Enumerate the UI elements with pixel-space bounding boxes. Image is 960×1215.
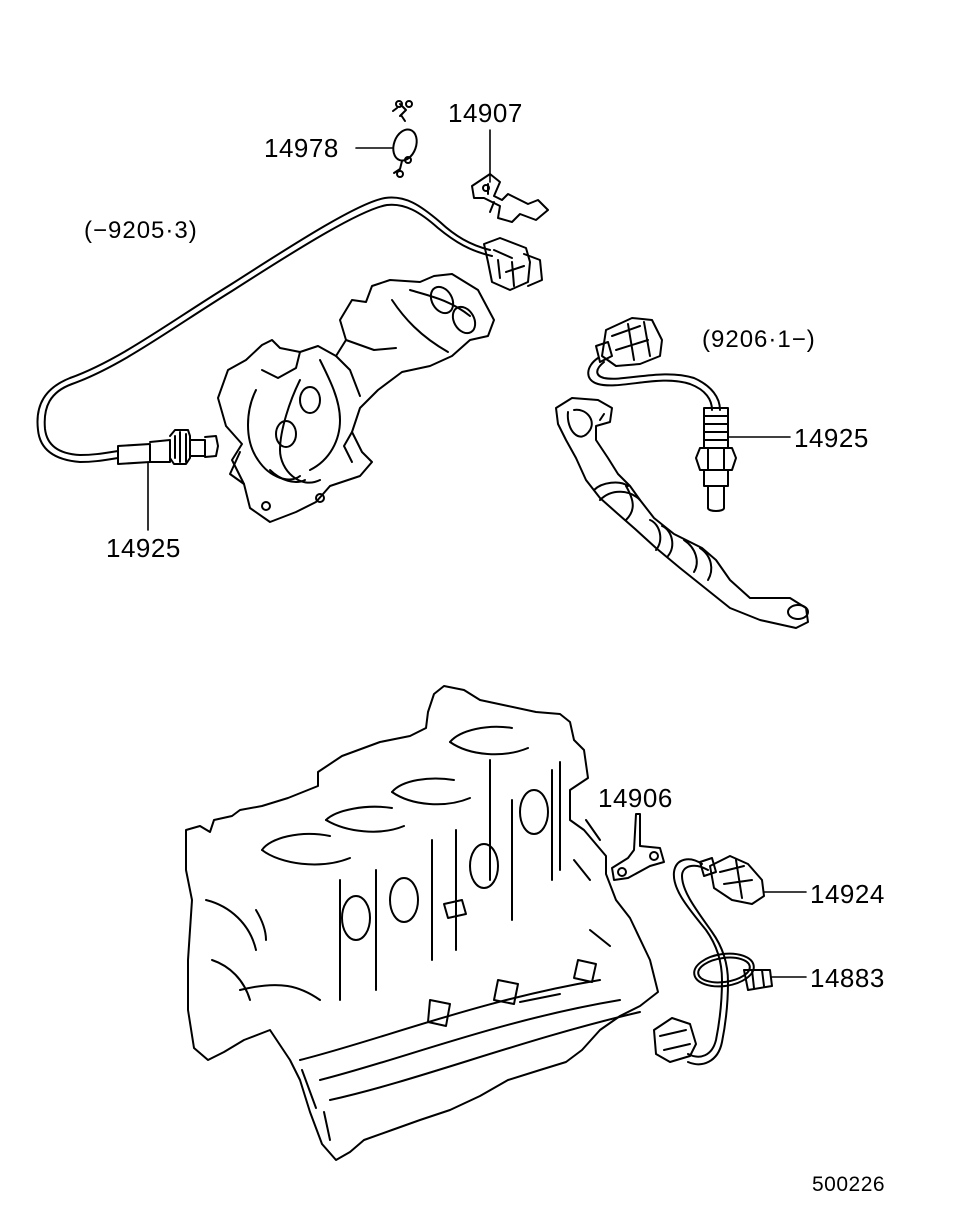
part-number-14924: 14924	[810, 879, 885, 909]
diagram-id: 500226	[812, 1173, 886, 1196]
grommet-14978	[389, 101, 421, 177]
wire-clip-14883	[692, 950, 772, 990]
knock-sensor-14924	[654, 856, 764, 1064]
oxygen-sensor-early	[37, 197, 542, 464]
part-number-14925-right: 14925	[794, 423, 869, 453]
part-number-14883: 14883	[810, 963, 885, 993]
part-number-14907: 14907	[448, 98, 523, 128]
bracket-14907	[472, 174, 548, 222]
part-number-14925-left: 14925	[106, 533, 181, 563]
front-exhaust-pipe	[556, 398, 808, 628]
leader-lines	[148, 130, 806, 977]
exhaust-manifold	[218, 274, 494, 522]
bracket-14906	[612, 814, 664, 880]
date-range-note-early: (−9205·3)	[84, 217, 198, 244]
oxygen-sensor-late	[588, 318, 736, 511]
part-number-14906: 14906	[598, 783, 673, 813]
date-range-note-late: (9206·1−)	[702, 326, 816, 353]
cylinder-block	[186, 686, 658, 1160]
part-number-14978: 14978	[264, 133, 339, 163]
